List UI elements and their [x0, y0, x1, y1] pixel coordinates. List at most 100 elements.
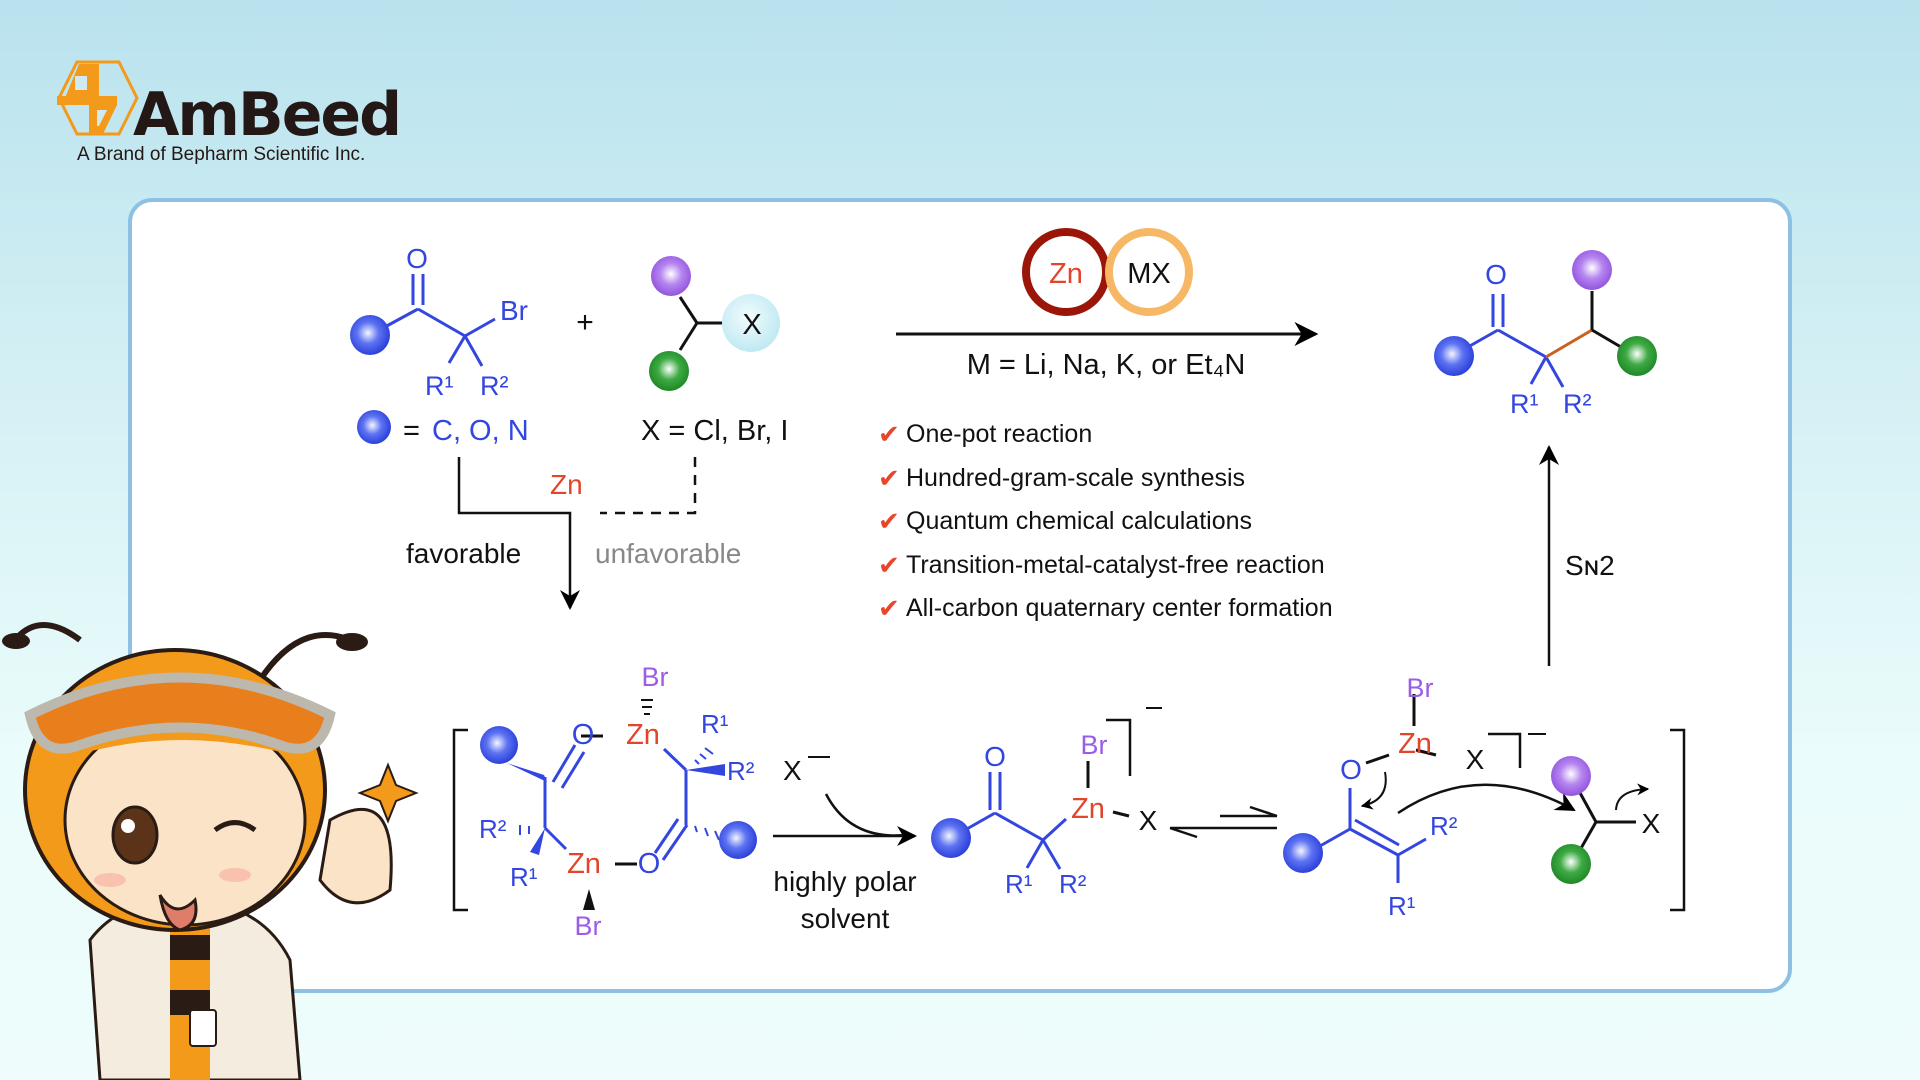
- bromine-label: Br: [500, 295, 528, 326]
- branch-zn-label: Zn: [550, 469, 583, 500]
- hashed-bond-br: [641, 699, 653, 715]
- brand-logo: AmBeed A Brand of Bepharm Scientific Inc…: [55, 58, 415, 168]
- zincate-oxygen-label: O: [984, 741, 1006, 772]
- equilibrium-arrows: [1169, 805, 1278, 839]
- anion-curved-arrow: [824, 793, 906, 837]
- substituent-sphere-blue: [350, 315, 390, 355]
- dimer-br-top: Br: [642, 662, 669, 692]
- product-sphere-green: [1617, 336, 1657, 376]
- ambeed-hexagon-icon: [57, 60, 139, 136]
- enolate-zn-label: Zn: [1398, 728, 1432, 760]
- mx-ring: [1105, 228, 1193, 316]
- sn2-label: Sɴ2: [1565, 550, 1615, 581]
- dimer-o-bottom: O: [638, 848, 661, 880]
- feature-item: ✔Quantum chemical calculations: [878, 500, 1333, 544]
- plus-sign: +: [576, 306, 594, 339]
- hashed-bond-r1: [694, 747, 714, 765]
- wedge-bond: [530, 828, 545, 855]
- reagent-zn-label: Zn: [1049, 258, 1083, 290]
- feature-text: One-pot reaction: [906, 420, 1093, 449]
- legend-atoms: C, O, N: [432, 415, 529, 447]
- feature-text: Transition-metal-catalyst-free reaction: [906, 550, 1325, 579]
- dimer-r1-bottom: R¹: [510, 862, 538, 892]
- halide-anion-label: X: [783, 755, 802, 786]
- zincate-br-label: Br: [1081, 730, 1108, 760]
- bee-mascot-illustration: [2, 622, 419, 1080]
- product-structure: [1467, 291, 1627, 388]
- dimer-sphere-blue: [480, 726, 518, 764]
- unfavorable-label: unfavorable: [595, 538, 741, 569]
- o-enolate-intermediate: [1319, 694, 1522, 883]
- favorable-label: favorable: [406, 538, 521, 569]
- check-icon: ✔: [878, 419, 900, 450]
- legend-sphere-blue: [357, 410, 391, 444]
- legend-equals: =: [403, 415, 420, 447]
- step2-conditions-line2: solvent: [801, 903, 890, 934]
- r1-label: R¹: [425, 371, 454, 401]
- check-icon: ✔: [878, 593, 900, 624]
- electron-push-arrow: [1360, 771, 1387, 810]
- c-zincate-intermediate: [964, 718, 1132, 870]
- product-r1-label: R¹: [1510, 389, 1539, 419]
- feature-text: All-carbon quaternary center formation: [906, 594, 1333, 623]
- check-icon: ✔: [878, 506, 900, 537]
- zinc-enolate-dimer: [543, 734, 689, 866]
- enolate-oxygen-label: O: [1340, 754, 1362, 785]
- halide-legend: X = Cl, Br, I: [641, 415, 788, 447]
- substituent-sphere-purple: [651, 256, 691, 296]
- zincate-x-label: X: [1139, 805, 1158, 836]
- product-sphere-purple: [1572, 250, 1612, 290]
- electrophile-sphere-purple: [1551, 756, 1591, 796]
- step2-conditions-line1: highly polar: [773, 866, 916, 897]
- dimer-r2-top: R²: [727, 756, 755, 786]
- enolate-r1-label: R¹: [1388, 891, 1416, 921]
- feature-item: ✔Transition-metal-catalyst-free reaction: [878, 544, 1333, 588]
- conditions-note: M = Li, Na, K, or Et₄N: [967, 349, 1246, 381]
- product-r2-label: R²: [1563, 389, 1592, 419]
- unfavorable-path-dashed: [600, 457, 697, 515]
- enolate-br-label: Br: [1407, 673, 1434, 703]
- nucleophilic-attack-arrow: [1397, 783, 1576, 815]
- enolate-x-label: X: [1466, 744, 1485, 775]
- product-sphere-blue: [1434, 336, 1474, 376]
- reactant-bromo-carbonyl: [382, 274, 496, 367]
- new-cc-bond: [1545, 328, 1593, 359]
- electrophile: [1577, 790, 1636, 851]
- enolate-r2-label: R²: [1430, 811, 1458, 841]
- left-bracket: [452, 728, 468, 912]
- right-bracket: [1670, 728, 1686, 912]
- zincate-sphere-blue: [931, 818, 971, 858]
- favorable-path-arrow: [457, 457, 580, 610]
- product-oxygen-label: O: [1485, 259, 1507, 290]
- wedge-bond-br: [583, 889, 595, 910]
- check-icon: ✔: [878, 462, 900, 493]
- hashed-bond-r2: [519, 825, 530, 835]
- brand-tagline: A Brand of Bepharm Scientific Inc.: [77, 144, 366, 165]
- electrophile-x-label: X: [1642, 808, 1661, 839]
- zincate-zn-label: Zn: [1071, 793, 1105, 825]
- feature-checklist: ✔One-pot reaction ✔Hundred-gram-scale sy…: [878, 413, 1333, 631]
- feature-text: Hundred-gram-scale synthesis: [906, 463, 1246, 492]
- dimer-o-top: O: [572, 719, 595, 751]
- dimer-zn-bottom: Zn: [567, 848, 601, 880]
- zincate-r2-label: R²: [1059, 869, 1087, 899]
- feature-item: ✔One-pot reaction: [878, 413, 1333, 457]
- check-icon: ✔: [878, 549, 900, 580]
- enolate-sphere-blue: [1283, 833, 1323, 873]
- dimer-r1-top: R¹: [701, 709, 729, 739]
- dimer-r2-bottom: R²: [479, 814, 507, 844]
- dimer-br-bottom: Br: [575, 911, 602, 941]
- zincate-r1-label: R¹: [1005, 869, 1033, 899]
- dimer-sphere-blue: [719, 821, 757, 859]
- carbonyl-oxygen-label: O: [406, 243, 428, 274]
- feature-item: ✔All-carbon quaternary center formation: [878, 587, 1333, 631]
- brand-name: AmBeed: [133, 80, 402, 150]
- halide-halo: [722, 294, 780, 352]
- wedge-bond: [507, 763, 547, 782]
- feature-text: Quantum chemical calculations: [906, 507, 1252, 536]
- feature-item: ✔Hundred-gram-scale synthesis: [878, 457, 1333, 501]
- electrophile-sphere-green: [1551, 844, 1591, 884]
- substituent-sphere-green: [649, 351, 689, 391]
- reagent-mx-label: MX: [1127, 258, 1171, 290]
